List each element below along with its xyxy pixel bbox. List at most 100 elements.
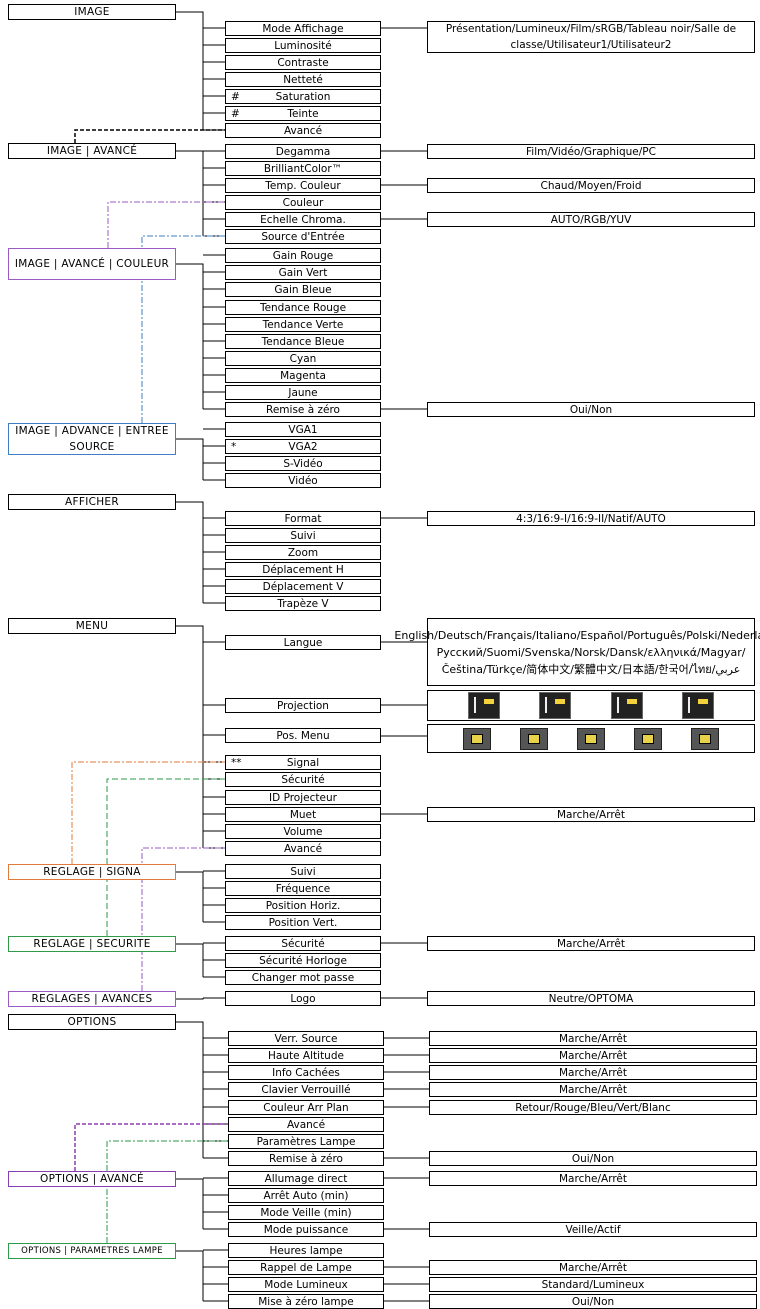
afficher-option-label: 4:3/16:9-I/16:9-II/Natif/AUTO	[516, 512, 666, 525]
afficher-item: Déplacement H	[225, 562, 381, 577]
image_source-item-label: VGA1	[288, 423, 318, 436]
connector-line	[176, 438, 204, 480]
reglage_securite-option-label: Marche/Arrêt	[557, 937, 625, 950]
image-item-label: Mode Affichage	[262, 22, 344, 35]
image_avance-option-label: AUTO/RGB/YUV	[550, 213, 632, 226]
connector-line	[176, 871, 204, 922]
image_source-item: VGA1	[225, 422, 381, 437]
afficher-option: 4:3/16:9-I/16:9-II/Natif/AUTO	[427, 511, 755, 526]
afficher-item: Suivi	[225, 528, 381, 543]
menu-header-label: MENU	[75, 620, 109, 632]
image_avance-header: IMAGE | AVANCÉ	[8, 143, 176, 159]
options-item: Verr. Source	[228, 1031, 384, 1046]
reglage_securite-item: Sécurité	[225, 936, 381, 951]
image_avance-item: Echelle Chroma.	[225, 212, 381, 227]
menu-item-label: Projection	[277, 699, 329, 712]
options_lampe-item-label: Mode Lumineux	[264, 1278, 348, 1291]
options_lampe-header-label: OPTIONS | PARAMETRES LAMPE	[21, 1246, 163, 1256]
image_source-item-label: S-Vidéo	[283, 457, 323, 470]
options-item-label: Haute Altitude	[268, 1049, 344, 1062]
options-header-label: OPTIONS	[67, 1016, 117, 1028]
image-item-label: Saturation	[275, 90, 331, 103]
options_lampe-option-label: Standard/Lumineux	[541, 1278, 645, 1291]
image_couleur-item-label: Gain Bleue	[274, 283, 332, 296]
connector-line	[176, 501, 204, 603]
image_source-item: S-Vidéo	[225, 456, 381, 471]
afficher-item-label: Déplacement H	[262, 563, 344, 576]
image_avance-item: Source d'Entrée	[225, 229, 381, 244]
options-option: Marche/Arrêt	[429, 1031, 757, 1046]
options-option: Oui/Non	[429, 1151, 757, 1166]
image_couleur-item-label: Magenta	[280, 369, 326, 382]
image_avance-item-label: Degamma	[275, 145, 331, 158]
note-marker: *	[231, 440, 237, 453]
image_couleur-item: Remise à zéro	[225, 402, 381, 417]
options-item: Paramètres Lampe	[228, 1134, 384, 1149]
afficher-item-label: Suivi	[290, 529, 316, 542]
image_couleur-item-label: Cyan	[289, 352, 317, 365]
reglage_signal-item-label: Fréquence	[275, 882, 331, 895]
reglages_avances-header-label: REGLAGES | AVANCES	[31, 993, 153, 1005]
options-item: Haute Altitude	[228, 1048, 384, 1063]
image_avance-option-label: Chaud/Moyen/Froid	[540, 179, 642, 192]
image-item: Netteté	[225, 72, 381, 87]
reglage_securite-item-label: Changer mot passe	[251, 971, 355, 984]
image_avance-item: Temp. Couleur	[225, 178, 381, 193]
options_lampe-option-label: Marche/Arrêt	[559, 1261, 627, 1274]
front-ceiling-icon	[610, 692, 643, 719]
image_couleur-item-label: Remise à zéro	[266, 403, 340, 416]
options-option: Marche/Arrêt	[429, 1065, 757, 1080]
reglages_avances-item: Logo	[225, 991, 381, 1006]
options_avance-item: Mode puissance	[228, 1222, 384, 1237]
image_couleur-item: Magenta	[225, 368, 381, 383]
options-header: OPTIONS	[8, 1014, 176, 1030]
connector-line	[176, 263, 204, 409]
options_lampe-item-label: Mise à zéro lampe	[258, 1295, 354, 1308]
menu-item: Avancé	[225, 841, 381, 856]
options_lampe-item: Mise à zéro lampe	[228, 1294, 384, 1309]
menu-item-label: Volume	[283, 825, 323, 838]
options_lampe-item: Heures lampe	[228, 1243, 384, 1258]
note-marker: #	[231, 107, 240, 120]
image_avance-item-label: Echelle Chroma.	[260, 213, 346, 226]
afficher-item: Déplacement V	[225, 579, 381, 594]
image-item-label: Luminosité	[274, 39, 332, 52]
menu-position-options	[427, 724, 755, 753]
reglage_signal-item: Suivi	[225, 864, 381, 879]
options_lampe-item: Mode Lumineux	[228, 1277, 384, 1292]
image_couleur-header: IMAGE | AVANCÉ | COULEUR	[8, 248, 176, 280]
reglage_securite-header: REGLAGE | SECURITE	[8, 936, 176, 952]
image_avance-item-label: Couleur	[282, 196, 324, 209]
image_couleur-item: Tendance Verte	[225, 317, 381, 332]
menu-item: Langue	[225, 635, 381, 650]
reglage_signal-item-label: Suivi	[290, 865, 316, 878]
options-item-label: Remise à zéro	[269, 1152, 343, 1165]
options_lampe-option: Oui/Non	[429, 1294, 757, 1309]
image_source-item-label: Vidéo	[288, 474, 318, 487]
options-item: Clavier Verrouillé	[228, 1082, 384, 1097]
reglage_securite-item: Changer mot passe	[225, 970, 381, 985]
afficher-item: Trapèze V	[225, 596, 381, 611]
image-option: Présentation/Lumineux/Film/sRGB/Tableau …	[427, 21, 755, 53]
options_lampe-item: Rappel de Lampe	[228, 1260, 384, 1275]
image_couleur-item-label: Tendance Rouge	[259, 301, 347, 314]
options-option-label: Oui/Non	[571, 1152, 615, 1165]
menu-item: Volume	[225, 824, 381, 839]
afficher-item-label: Zoom	[287, 546, 319, 559]
reglages_avances-option: Neutre/OPTOMA	[427, 991, 755, 1006]
options_lampe-option: Standard/Lumineux	[429, 1277, 757, 1292]
options-option-label: Marche/Arrêt	[559, 1032, 627, 1045]
reglage_securite-item: Sécurité Horloge	[225, 953, 381, 968]
language-options-label: English/Deutsch/Français/Italiano/Españo…	[394, 628, 760, 676]
connector-line	[176, 998, 204, 1000]
connector-line	[176, 11, 204, 130]
options-item-label: Avancé	[286, 1118, 326, 1131]
options_avance-item-label: Mode puissance	[263, 1223, 349, 1236]
center-icon	[576, 727, 605, 750]
options_lampe-header: OPTIONS | PARAMETRES LAMPE	[8, 1243, 176, 1259]
bottom-left-icon	[634, 727, 663, 750]
reglage_signal-item-label: Position Vert.	[268, 916, 338, 929]
reglage_signal-item-label: Position Horiz.	[265, 899, 341, 912]
image_couleur-option: Oui/Non	[427, 402, 755, 417]
